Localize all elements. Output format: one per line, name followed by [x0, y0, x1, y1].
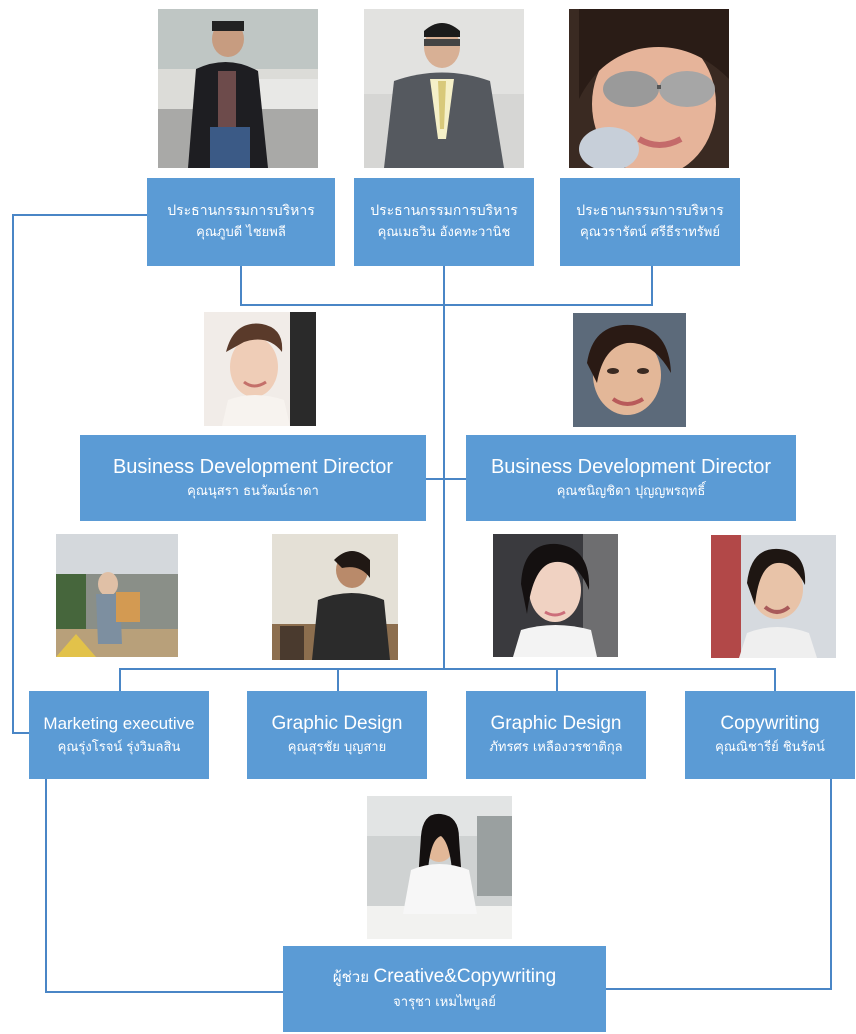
executive-name: คุณวรารัตน์ ศรีธีราทรัพย์: [580, 225, 720, 240]
connector-exec-bottom: [240, 304, 652, 306]
director-name: คุณนุสรา ธนวัฒน์ธาดา: [187, 484, 319, 499]
executive-box-3: ประธานกรรมการบริหาร คุณวรารัตน์ ศรีธีราท…: [560, 178, 740, 266]
connector-exec1-down: [240, 266, 242, 306]
connector-staff4-up: [774, 668, 776, 692]
assistant-title-prefix: ผู้ช่วย: [332, 968, 370, 986]
connector-left-to-marketing: [12, 732, 29, 734]
photo-executive-1: [158, 9, 318, 168]
staff-name: คุณณิชารีย์ ชินรัตน์: [715, 740, 825, 755]
director-name: คุณชนิญชิดา ปุญญพรฤทธิ์: [556, 484, 706, 499]
connector-bottom-left-vertical: [45, 779, 47, 993]
director-title: Business Development Director: [490, 456, 772, 478]
staff-title: Graphic Design: [271, 713, 403, 734]
connector-staff3-up: [556, 668, 558, 692]
staff-name: ภัทรศร เหลืองวรชาติกุล: [489, 740, 623, 755]
connector-bottom-left: [45, 991, 283, 993]
staff-title: Copywriting: [720, 713, 820, 734]
photo-director-2: [573, 313, 686, 427]
director-title: Business Development Director: [112, 456, 394, 478]
executive-box-2: ประธานกรรมการบริหาร คุณเมธวิน อังคทะวานิ…: [354, 178, 534, 266]
photo-staff-4: [711, 535, 836, 658]
photo-assistant: [367, 796, 512, 939]
connector-bottom-right: [606, 988, 832, 990]
assistant-title: ผู้ช่วย Creative&Copywriting: [333, 964, 556, 992]
executive-title: ประธานกรรมการบริหาร: [370, 203, 518, 219]
connector-bottom-right-vertical: [830, 779, 832, 990]
staff-box-marketing: Marketing executive คุณรุ่งโรจน์ รุ่งวิม…: [29, 691, 209, 779]
connector-staff1-up: [119, 668, 121, 692]
executive-box-1: ประธานกรรมการบริหาร คุณภูบดี ไชยพลี: [147, 178, 335, 266]
connector-left-vertical: [12, 214, 14, 734]
connector-center-trunk: [443, 266, 445, 668]
executive-name: คุณภูบดี ไชยพลี: [196, 225, 286, 240]
connector-exec3-down: [651, 266, 653, 306]
assistant-name: จารุชา เหมไพบูลย์: [393, 995, 496, 1010]
executive-title: ประธานกรรมการบริหาร: [167, 203, 315, 219]
connector-staff-bar: [119, 668, 776, 670]
connector-left-top: [12, 214, 150, 216]
staff-name: คุณรุ่งโรจน์ รุ่งวิมลสิน: [57, 740, 181, 755]
director-box-2: Business Development Director คุณชนิญชิด…: [466, 435, 796, 521]
photo-executive-2: [364, 9, 524, 168]
staff-title: Marketing executive: [43, 714, 195, 733]
assistant-box: ผู้ช่วย Creative&Copywriting จารุชา เหมไ…: [283, 946, 606, 1032]
photo-staff-3: [493, 534, 618, 657]
photo-staff-1: [56, 534, 178, 657]
connector-director-link: [426, 478, 466, 480]
staff-name: คุณสุรชัย บุญสาย: [287, 740, 387, 755]
assistant-title-main: Creative&Copywriting: [373, 966, 557, 987]
photo-director-1: [204, 312, 316, 426]
director-box-1: Business Development Director คุณนุสรา ธ…: [80, 435, 426, 521]
connector-staff2-up: [337, 668, 339, 692]
staff-box-graphic-1: Graphic Design คุณสุรชัย บุญสาย: [247, 691, 427, 779]
staff-box-copywriting: Copywriting คุณณิชารีย์ ชินรัตน์: [685, 691, 855, 779]
executive-title: ประธานกรรมการบริหาร: [576, 203, 724, 219]
staff-title: Graphic Design: [490, 713, 622, 734]
executive-name: คุณเมธวิน อังคทะวานิช: [377, 225, 511, 240]
photo-staff-2: [272, 534, 398, 660]
photo-executive-3: [569, 9, 729, 168]
staff-box-graphic-2: Graphic Design ภัทรศร เหลืองวรชาติกุล: [466, 691, 646, 779]
